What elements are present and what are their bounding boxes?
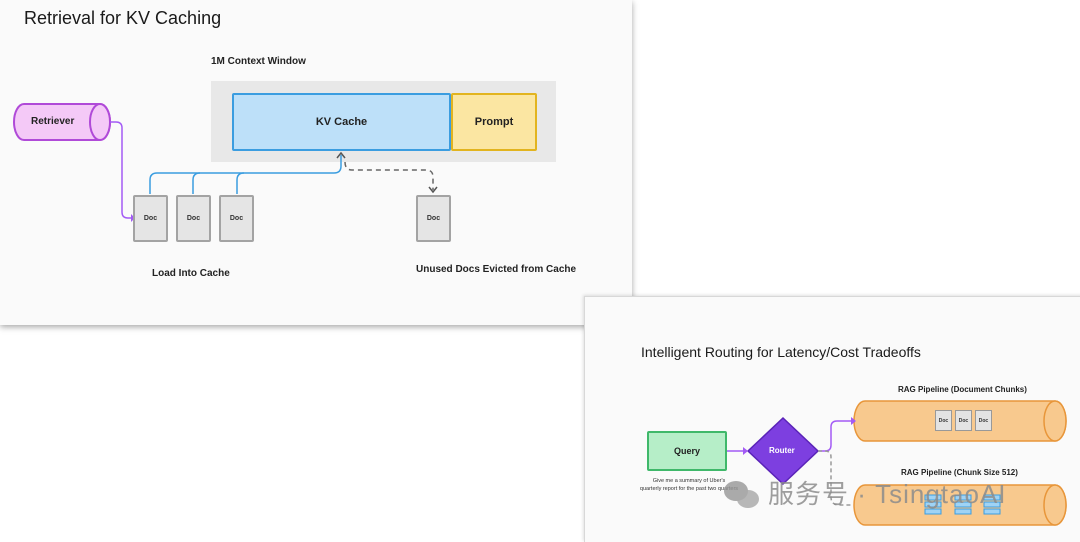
evicted-doc-card: Doc	[416, 195, 451, 242]
router-diamond	[746, 416, 820, 486]
load-arrow-3	[236, 172, 245, 194]
evict-arrow	[344, 161, 434, 190]
kv-cache-box: KV Cache	[232, 93, 451, 151]
context-window-label: 1M Context Window	[211, 56, 306, 67]
doc-card: Doc	[133, 195, 168, 242]
query-caption-line: quarterly report for the past two quarte…	[639, 486, 739, 492]
retriever-arrow	[110, 121, 131, 219]
load-into-cache-label: Load Into Cache	[152, 268, 230, 279]
query-box: Query	[647, 431, 727, 471]
slide1-connectors	[13, 103, 438, 222]
load-arrow-1	[149, 155, 342, 194]
load-arrow-2	[192, 172, 201, 194]
rag-pipeline-1-label: RAG Pipeline (Document Chunks)	[898, 385, 1027, 394]
mini-doc: Doc	[935, 410, 952, 431]
query-caption-line: Give me a summary of Uber's	[652, 478, 726, 484]
retriever-label: Retriever	[31, 116, 75, 127]
doc-card: Doc	[176, 195, 211, 242]
prompt-box: Prompt	[451, 93, 537, 151]
routing-slide: Intelligent Routing for Latency/Cost Tra…	[584, 296, 1080, 542]
evicted-label: Unused Docs Evicted from Cache	[416, 264, 577, 275]
wechat-icon	[724, 481, 759, 508]
router-label: Router	[769, 446, 795, 455]
mini-doc: Doc	[975, 410, 992, 431]
watermark-text: 服务号 · TsingtaoAI	[768, 479, 1007, 509]
slide-title: Retrieval for KV Caching	[24, 8, 222, 28]
kv-caching-slide: Retrieval for KV Caching 1M Context Wind…	[0, 0, 632, 325]
doc-card: Doc	[219, 195, 254, 242]
chunk-icons	[924, 494, 1001, 515]
slide-title: Intelligent Routing for Latency/Cost Tra…	[641, 344, 921, 360]
rag-pipeline-2-label: RAG Pipeline (Chunk Size 512)	[901, 468, 1018, 477]
mini-doc: Doc	[955, 410, 972, 431]
query-caption: Give me a summary of Uber's quarterly re…	[629, 477, 749, 493]
